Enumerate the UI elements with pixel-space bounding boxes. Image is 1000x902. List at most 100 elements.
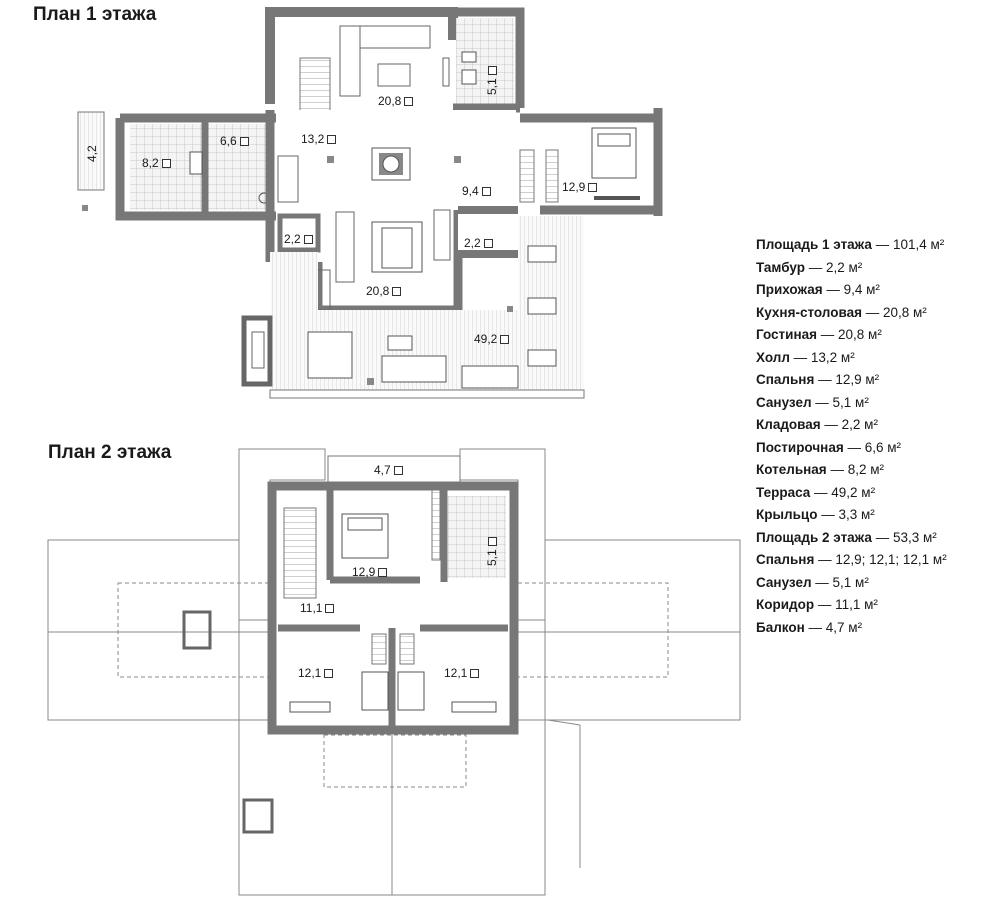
legend-row: Площадь 1 этажа — 101,4 м² [756, 234, 996, 257]
area-label-storage: 2,2 [284, 232, 313, 246]
area-label-bathroom-2: 5,1 [485, 537, 499, 566]
legend-room-name: Площадь 2 этажа [756, 529, 872, 545]
legend-room-name: Кухня-столовая [756, 304, 862, 320]
legend-room-name: Постирочная [756, 439, 844, 455]
terrace-drawing [241, 216, 585, 399]
legend-row: Холл — 13,2 м² [756, 347, 996, 370]
area-label-hall: 13,2 [301, 132, 337, 146]
legend-room-value: — 5,1 м² [811, 574, 869, 590]
legend-row: Гостиная — 20,8 м² [756, 324, 996, 347]
area-label-terrace: 49,2 [474, 332, 510, 346]
legend-row: Крыльцо — 3,3 м² [756, 504, 996, 527]
area-label-bedroom-3: 12,1 [298, 666, 334, 680]
plan-2-title: План 2 этажа [48, 442, 172, 463]
legend-row: Кладовая — 2,2 м² [756, 414, 996, 437]
legend-row: Тамбур — 2,2 м² [756, 257, 996, 280]
legend-row: Санузел — 5,1 м² [756, 392, 996, 415]
porch [77, 111, 105, 211]
legend-room-name: Котельная [756, 462, 827, 477]
legend-room-value: — 2,2 м² [804, 259, 863, 275]
area-label-vestibule: 2,2 [464, 236, 493, 250]
area-marker [588, 183, 598, 192]
area-marker [392, 287, 402, 296]
legend-row: Коридор — 11,1 м² [756, 594, 996, 617]
area-label-bedroom-1: 12,9 [562, 180, 598, 194]
area-marker [481, 187, 491, 196]
legend-room-value: — 5,1 м² [811, 394, 869, 410]
plan-2-drawing [47, 448, 741, 896]
legend-row: Спальня — 12,9 м² [756, 369, 996, 392]
legend-room-value: — 6,6 м² [843, 439, 902, 455]
legend-row: Спальня — 12,9; 12,1; 12,1 м² [756, 549, 996, 572]
legend-room-value: — 20,8 м² [861, 304, 927, 320]
area-label-kitchen-dining: 20,8 [366, 284, 402, 298]
area-label-bedroom-2: 12,9 [352, 565, 388, 579]
legend-room-name: Кладовая [756, 417, 821, 432]
plan-1-title: План 1 этажа [33, 4, 157, 25]
area-marker [325, 604, 335, 613]
legend-room-value: — 101,4 м² [871, 237, 945, 252]
area-marker [239, 137, 249, 146]
legend-room-value: — 8,2 м² [826, 462, 884, 477]
area-marker [327, 135, 337, 144]
legend-row: Котельная — 8,2 м² [756, 459, 996, 482]
area-label-laundry: 6,6 [220, 134, 249, 148]
area-label-entrance-hall: 9,4 [462, 184, 491, 198]
area-marker [488, 537, 497, 547]
area-marker [378, 568, 388, 577]
legend-row: Балкон — 4,7 м² [756, 617, 996, 640]
area-marker [404, 97, 414, 106]
legend-room-value: — 13,2 м² [789, 349, 855, 365]
legend-room-name: Санузел [756, 574, 812, 590]
legend-room-name: Площадь 1 этажа [756, 237, 872, 252]
core-upper [265, 7, 458, 123]
legend-room-value: — 12,9; 12,1; 12,1 м² [814, 552, 947, 567]
legend-room-value: — 49,2 м² [810, 484, 876, 500]
area-label-porch: 4,2 [85, 145, 99, 162]
legend-room-name: Крыльцо [756, 507, 818, 522]
legend-room-value: — 4,7 м² [804, 619, 863, 635]
legend-room-name: Коридор [756, 597, 815, 612]
legend-room-name: Холл [756, 349, 790, 365]
legend-room-value: — 9,4 м² [822, 282, 880, 297]
upper-floor-box [267, 481, 519, 735]
area-label-living-room: 20,8 [378, 94, 414, 108]
legend-row: Санузел — 5,1 м² [756, 572, 996, 595]
area-marker [483, 239, 493, 248]
legend-row: Постирочная — 6,6 м² [756, 437, 996, 460]
legend-room-name: Балкон [756, 619, 805, 635]
legend-room-value: — 2,2 м² [820, 417, 878, 432]
area-marker [303, 235, 313, 244]
legend-row: Кухня-столовая — 20,8 м² [756, 302, 996, 325]
area-label-boiler-room: 8,2 [142, 156, 171, 170]
hall-center [265, 110, 516, 216]
area-label-bathroom-1: 5,1 [485, 66, 499, 95]
legend-room-value: — 53,3 м² [871, 529, 937, 545]
area-marker [161, 159, 171, 168]
bedroom-1-drawing [519, 108, 663, 216]
legend-room-value: — 12,9 м² [814, 372, 880, 387]
area-marker [324, 669, 334, 678]
legend-row: Площадь 2 этажа — 53,3 м² [756, 527, 996, 550]
legend-room-name: Тамбур [756, 259, 805, 275]
legend-row: Терраса — 49,2 м² [756, 482, 996, 505]
legend-room-value: — 11,1 м² [814, 597, 878, 612]
legend-room-value: — 20,8 м² [817, 327, 882, 342]
legend-row: Прихожая — 9,4 м² [756, 279, 996, 302]
area-marker [500, 335, 510, 344]
legend-room-name: Гостиная [756, 327, 818, 342]
area-marker [488, 66, 497, 76]
area-label-bedroom-4: 12,1 [444, 666, 480, 680]
legend-room-name: Прихожая [756, 282, 823, 297]
area-marker [470, 669, 480, 678]
legend-room-value: — 3,3 м² [817, 507, 875, 522]
legend-room-name: Спальня [756, 552, 815, 567]
plan-1-drawing [77, 7, 663, 399]
legend-room-name: Спальня [756, 372, 815, 387]
area-label-corridor: 11,1 [300, 601, 335, 615]
area-label-balcony: 4,7 [374, 463, 403, 477]
legend-room-name: Терраса [756, 484, 811, 500]
legend-room-name: Санузел [756, 394, 812, 410]
area-marker [393, 466, 403, 475]
